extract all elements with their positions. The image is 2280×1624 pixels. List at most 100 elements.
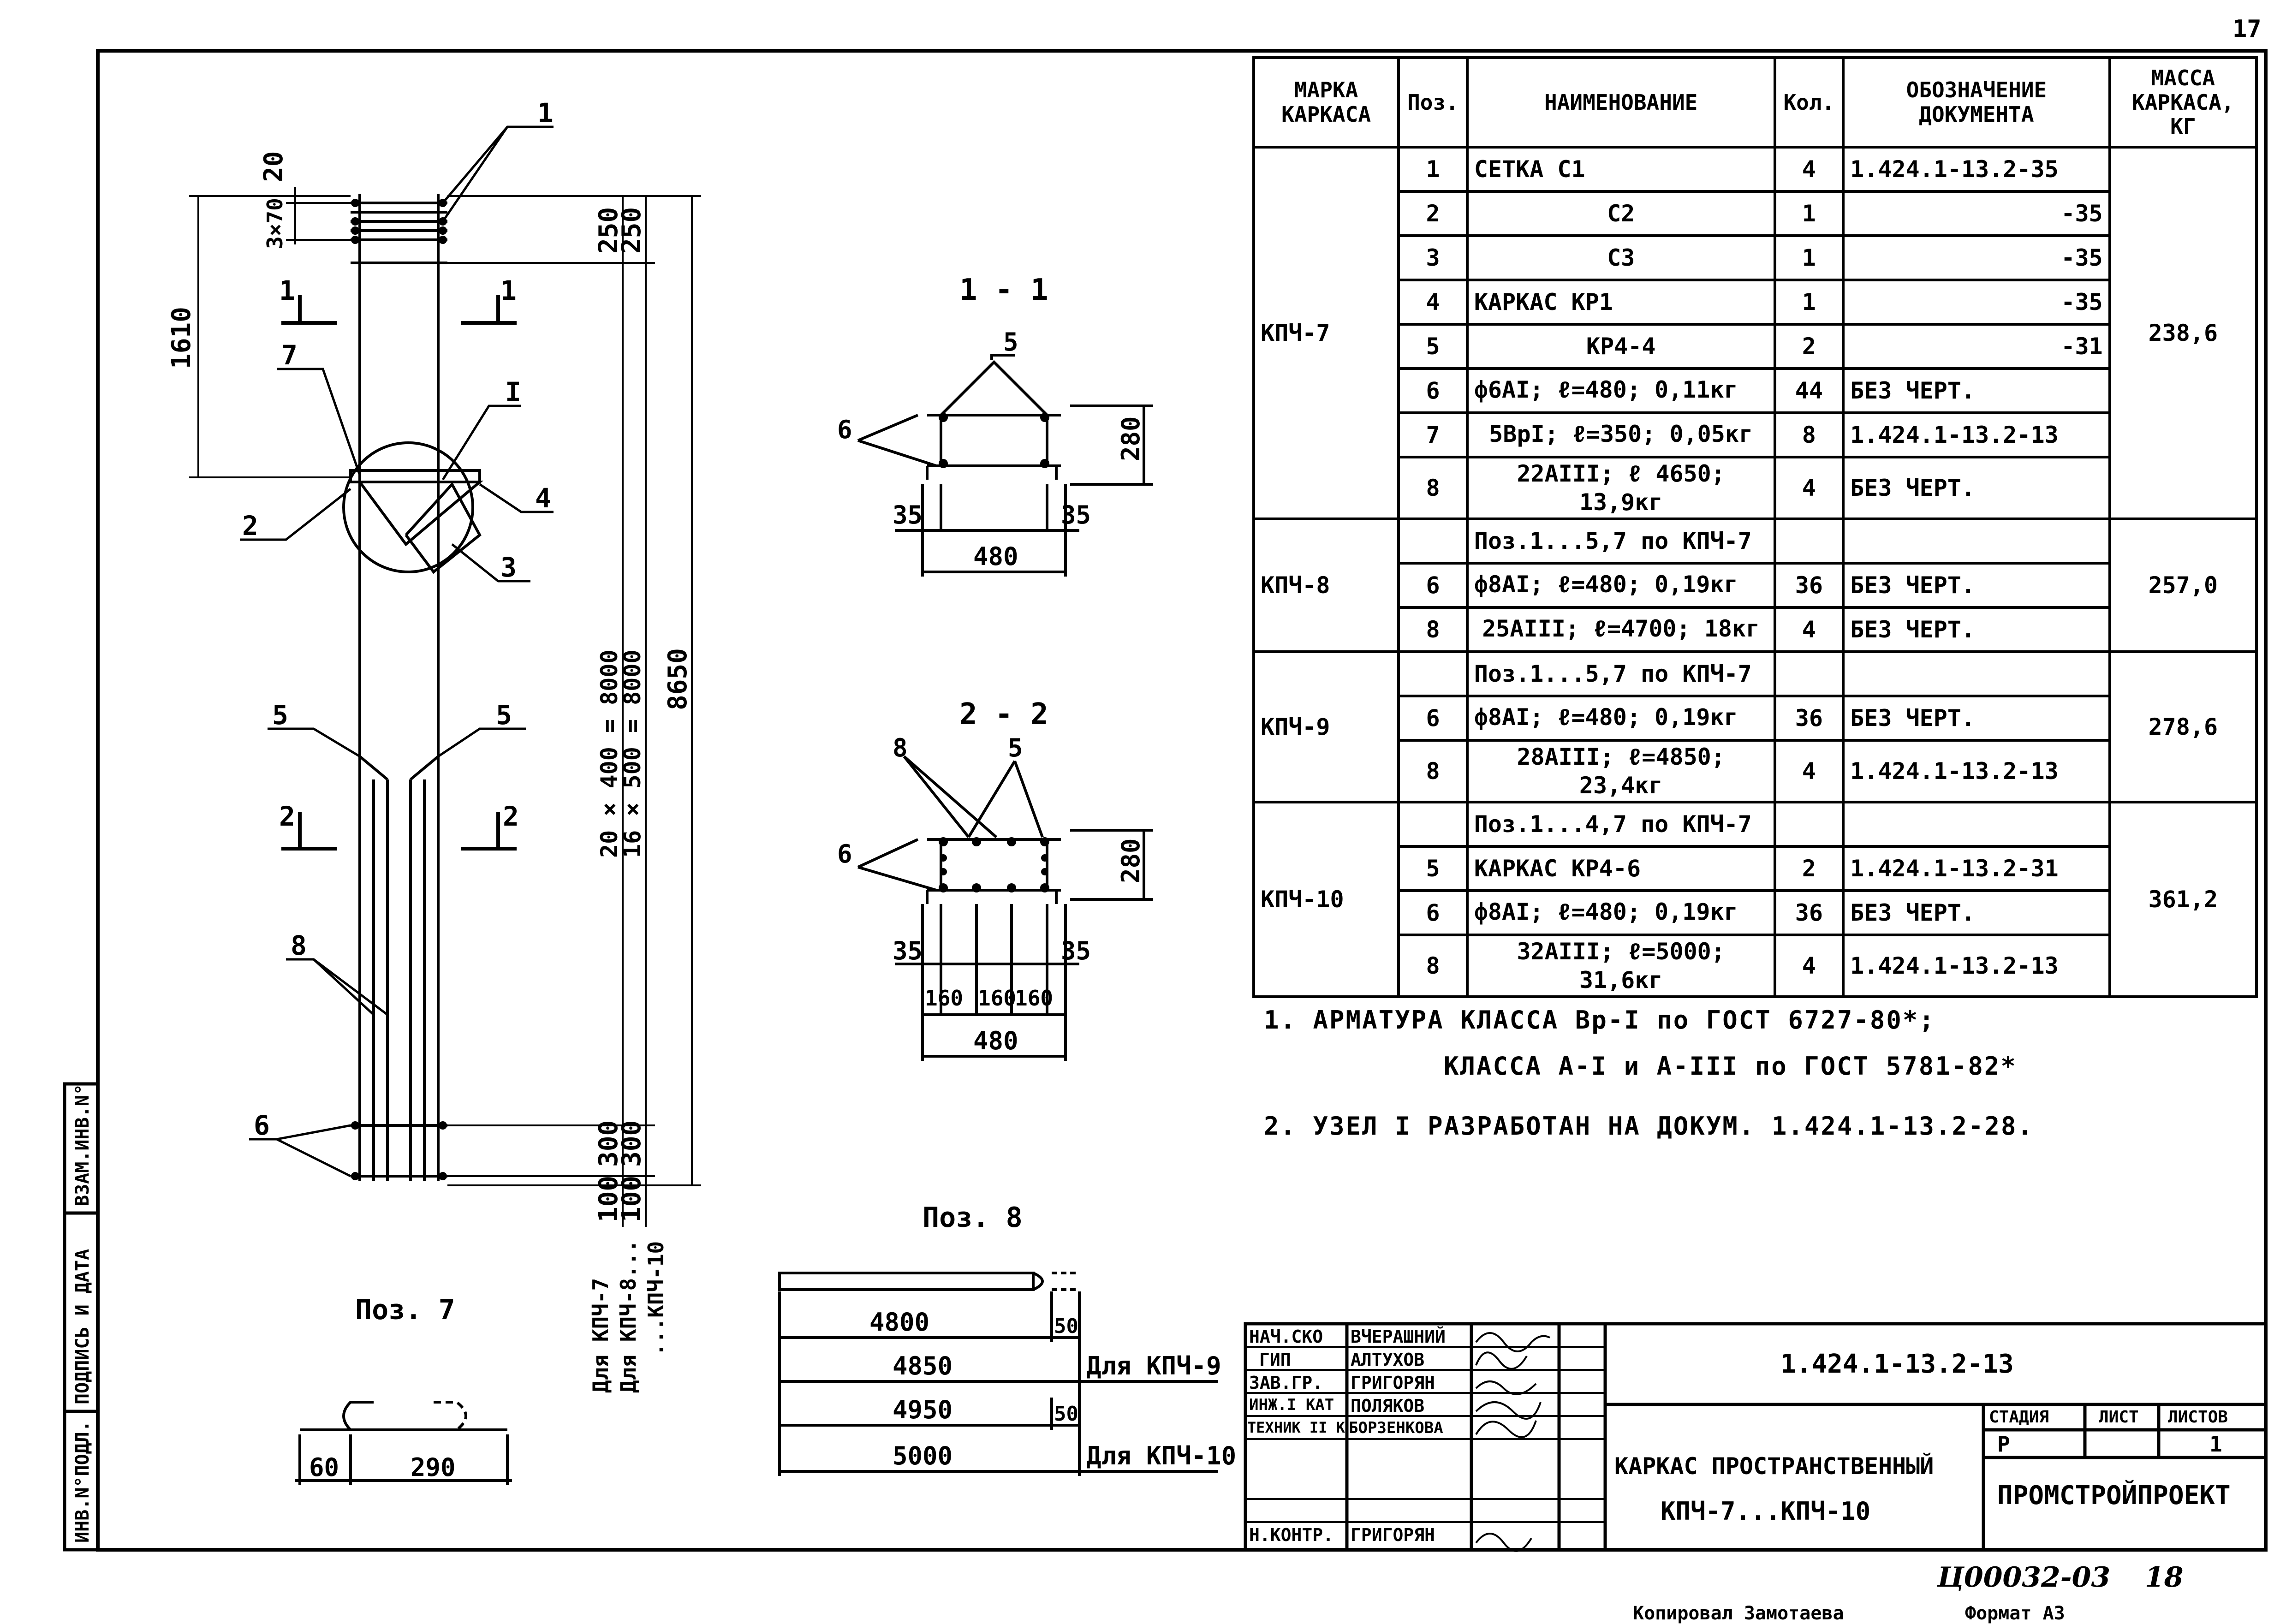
pos-cell: 6 <box>1397 889 1469 936</box>
sec2-dim-480: 480 <box>973 1026 1018 1055</box>
pos-cell: 4 <box>1397 279 1469 326</box>
pos-cell: 1 <box>1397 146 1469 193</box>
cut-1a: 1 <box>279 275 295 306</box>
name-cell: 5ВрI; ℓ=350; 0,05кг <box>1465 411 1776 458</box>
sec2-dim-35a: 35 <box>893 936 923 965</box>
side-stamp-inv: ИНВ.N°ПОДЛ. <box>72 1421 93 1543</box>
table-row: 6 ф8АI; ℓ=480; 0,19кг 36 БЕЗ ЧЕРТ. <box>1254 889 2256 936</box>
table-row: 2 С2 1 -35 <box>1254 190 2256 237</box>
doc-cell: 1.424.1-13.2-31 <box>1842 845 2111 892</box>
signer-role: ЗАВ.ГР. <box>1249 1373 1323 1393</box>
footer-copied: Копировал Замотаева <box>1633 1603 1844 1624</box>
section-markers <box>281 295 517 851</box>
table-row: КПЧ-7 1 СЕТКА С1 4 1.424.1-13.2-35 238,6 <box>1252 146 2258 520</box>
doc-cell: БЕЗ ЧЕРТ. <box>1842 562 2111 609</box>
pos7-detail <box>295 1401 512 1485</box>
callout-1: 1 <box>537 97 554 129</box>
sec2-callout-8: 8 <box>893 733 908 762</box>
qty-cell: 36 <box>1773 562 1845 609</box>
table-row: 8 22АIII; ℓ 4650; 13,9кг 4 БЕЗ ЧЕРТ. <box>1254 456 2256 520</box>
doc-cell <box>1842 801 2111 848</box>
page-number: 17 <box>2232 15 2262 43</box>
signer-role: ГИП <box>1259 1350 1291 1370</box>
qty-cell <box>1773 518 1845 565</box>
table-row: 8 25АIII; ℓ=4700; 18кг 4 БЕЗ ЧЕРТ. <box>1254 606 2256 653</box>
footer-format: Формат А3 <box>1965 1603 2065 1624</box>
hdr-doc: ОБОЗНАЧЕНИЕ ДОКУМЕНТА <box>1842 56 2111 149</box>
doc-cell: БЕЗ ЧЕРТ. <box>1842 606 2111 653</box>
doc-cell: БЕЗ ЧЕРТ. <box>1842 456 2111 520</box>
qty-cell: 2 <box>1773 845 1845 892</box>
doc-cell: -31 <box>1842 323 2111 370</box>
name-cell: СЕТКА С1 <box>1465 146 1776 193</box>
sec2-callout-5: 5 <box>1008 733 1023 762</box>
pos-cell: 3 <box>1397 234 1469 281</box>
signer-role: Н.КОНТР. <box>1249 1525 1334 1545</box>
mark-kpch10: КПЧ-10 <box>1252 801 1400 998</box>
table-row: 5 КР4-4 2 -31 <box>1254 323 2256 370</box>
pos-cell: 8 <box>1397 456 1469 520</box>
name-cell: 28АIII; ℓ=4850; 23,4кг <box>1465 739 1776 803</box>
name-cell: 32АIII; ℓ=5000; 31,6кг <box>1465 934 1776 998</box>
mass-kpch9: 278,6 <box>2108 650 2258 803</box>
dim-3x70: 3×70 <box>262 198 287 249</box>
pos8-for-kpch9: Для КПЧ-9 <box>1086 1351 1221 1380</box>
hdr-mass: МАССА КАРКАСА, КГ <box>2108 56 2258 149</box>
doc-cell <box>1842 518 2111 565</box>
table-row: КПЧ-9 Поз.1...5,7 по КПЧ-7 278,6 <box>1252 650 2258 803</box>
pos8-dim-50a: 50 <box>1054 1315 1078 1338</box>
qty-cell: 44 <box>1773 367 1845 414</box>
org-name: ПРОМСТРОЙПРОЕКТ <box>1997 1481 2231 1511</box>
sec2-dim-160c: 160 <box>1015 986 1053 1011</box>
name-cell: 22АIII; ℓ 4650; 13,9кг <box>1465 456 1776 520</box>
sheet-border <box>96 49 2268 1552</box>
section-2-title: 2 - 2 <box>959 697 1048 732</box>
dim-16x500: 16 × 500 = 8000 <box>619 649 646 858</box>
qty-cell <box>1773 801 1845 848</box>
dim-250a: 250 <box>594 207 624 254</box>
hdr-name: НАИМЕНОВАНИЕ <box>1465 56 1776 149</box>
doc-cell: БЕЗ ЧЕРТ. <box>1842 695 2111 742</box>
callout-7: 7 <box>281 339 298 371</box>
signer-name: ВЧЕРАШНИЙ <box>1351 1327 1446 1347</box>
pos-cell: 8 <box>1397 739 1469 803</box>
pos-cell: 6 <box>1397 367 1469 414</box>
hdr-pos: Поз. <box>1397 56 1469 149</box>
doc-cell: БЕЗ ЧЕРТ. <box>1842 889 2111 936</box>
pos-cell: 5 <box>1397 845 1469 892</box>
pos7-title: Поз. 7 <box>355 1294 455 1326</box>
pos-cell: 6 <box>1397 562 1469 609</box>
name-cell: КР4-4 <box>1465 323 1776 370</box>
cut-2b: 2 <box>503 801 519 832</box>
qty-cell: 1 <box>1773 190 1845 237</box>
title-line-2: КПЧ-7...КПЧ-10 <box>1661 1497 1871 1526</box>
dim-300a: 300 <box>594 1120 624 1167</box>
signer-name: БОРЗЕНКОВА <box>1349 1419 1443 1437</box>
section-2-2 <box>857 755 1153 1061</box>
dim-20x400: 20 × 400 = 8000 <box>596 649 623 858</box>
hdr-mark: МАРКА КАРКАСА <box>1252 56 1400 149</box>
note-1: 1. АРМАТУРА КЛАССА Вр-I по ГОСТ 6727-80*… <box>1264 1005 1935 1035</box>
column-elevation <box>342 194 484 1181</box>
qty-cell: 4 <box>1773 456 1845 520</box>
title-block-frame <box>1244 1322 2268 1552</box>
stage-label: СТАДИЯ <box>1989 1408 2049 1427</box>
sec1-dim-280: 280 <box>1116 416 1145 461</box>
sec1-callout-5: 5 <box>1003 327 1018 357</box>
mass-kpch7: 238,6 <box>2108 146 2258 520</box>
name-cell: Поз.1...4,7 по КПЧ-7 <box>1465 801 1776 848</box>
signer-name: ПОЛЯКОВ <box>1351 1396 1425 1416</box>
signer-role: ТЕХНИК II К <box>1247 1419 1345 1436</box>
qty-cell: 8 <box>1773 411 1845 458</box>
callout-5a: 5 <box>272 699 288 731</box>
pos8-len-4850: 4850 <box>893 1351 952 1380</box>
pos-cell: 8 <box>1397 606 1469 653</box>
name-cell: ф8АI; ℓ=480; 0,19кг <box>1465 562 1776 609</box>
mass-kpch8: 257,0 <box>2108 518 2258 653</box>
title-line-1: КАРКАС ПРОСТРАНСТВЕННЫЙ <box>1614 1453 1934 1480</box>
side-stamp <box>63 1082 100 1552</box>
note-1-cont: КЛАССА А-I и А-III по ГОСТ 5781-82* <box>1444 1052 2017 1081</box>
signatures <box>1475 1332 1550 1552</box>
signer-role: НАЧ.СКО <box>1249 1327 1323 1347</box>
